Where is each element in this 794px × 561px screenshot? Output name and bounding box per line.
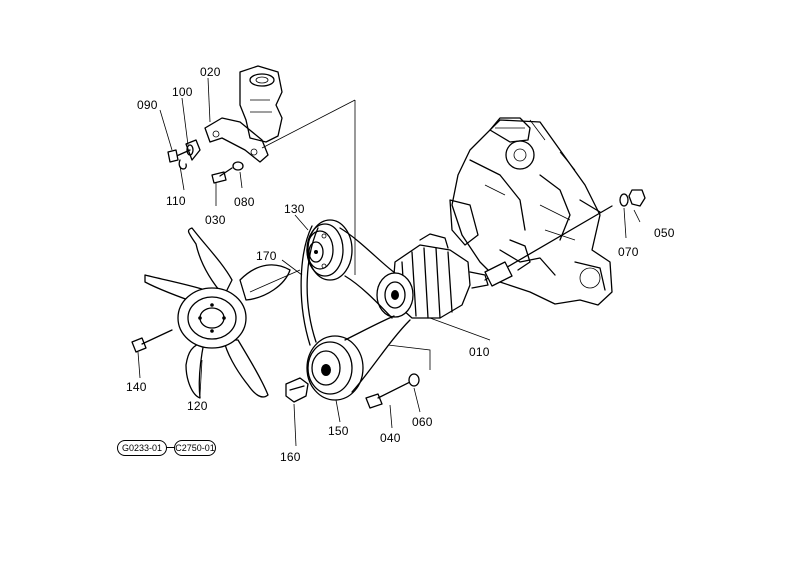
callout-050: 050 xyxy=(654,226,675,240)
callout-110: 110 xyxy=(166,194,186,208)
alternator-010 xyxy=(376,233,489,319)
stud-shaft xyxy=(484,205,613,287)
callout-100: 100 xyxy=(172,85,193,99)
crank-pulley-150 xyxy=(306,335,364,401)
washer-070 xyxy=(619,193,629,207)
callout-030: 030 xyxy=(205,213,226,227)
fan-pulley-130 xyxy=(306,219,353,281)
washer-100 xyxy=(186,144,194,156)
plug-160 xyxy=(285,377,309,403)
callout-070: 070 xyxy=(618,245,639,259)
callout-010: 010 xyxy=(469,345,490,359)
cooling-fan-120 xyxy=(144,227,291,399)
v-belt-170 xyxy=(300,225,411,393)
callout-080: 080 xyxy=(234,195,255,209)
reference-code-right: C2750-01 xyxy=(174,440,216,456)
spring-washer-110 xyxy=(178,159,187,170)
callout-140: 140 xyxy=(126,380,147,394)
callout-170: 170 xyxy=(256,249,277,263)
callout-150: 150 xyxy=(328,424,349,438)
washer-060 xyxy=(408,373,420,387)
reference-code-left: G0233-01 xyxy=(117,440,167,456)
callout-060: 060 xyxy=(412,415,433,429)
callout-040: 040 xyxy=(380,431,401,445)
bolt-140 xyxy=(131,329,173,353)
callout-120: 120 xyxy=(187,399,208,413)
callout-160: 160 xyxy=(280,450,301,464)
leader-lines xyxy=(137,77,641,447)
nut-080 xyxy=(232,161,244,171)
thermostat-housing xyxy=(239,65,283,143)
engine-block xyxy=(449,117,613,306)
callout-020: 020 xyxy=(200,65,221,79)
callout-090: 090 xyxy=(137,98,158,112)
nut-050 xyxy=(628,189,646,207)
reference-connector xyxy=(166,447,174,448)
bolt-030 xyxy=(211,167,233,184)
bolt-040 xyxy=(365,379,415,409)
callout-130: 130 xyxy=(284,202,305,216)
